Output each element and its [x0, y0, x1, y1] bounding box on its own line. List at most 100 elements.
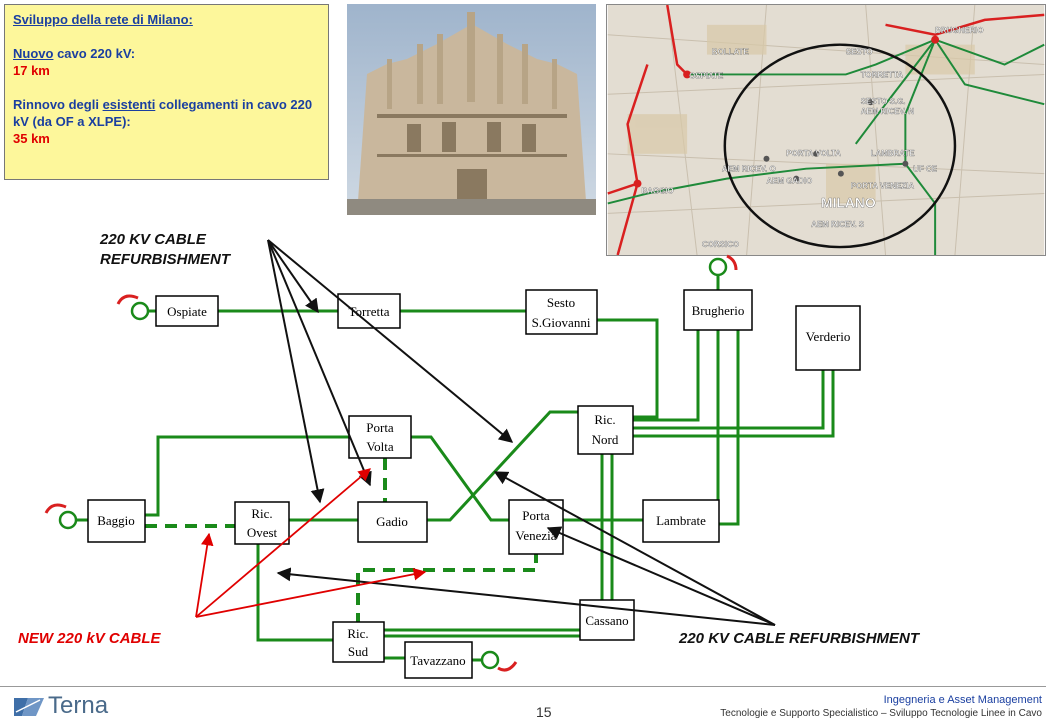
node-ospiate: Ospiate — [155, 295, 219, 327]
info-box: Sviluppo della rete di Milano: Nuovo cav… — [4, 4, 329, 180]
node-label: Volta — [366, 439, 393, 454]
new-cable-word: Nuovo — [13, 46, 54, 61]
node-ric-ovest: Ric. Ovest — [234, 501, 290, 545]
node-label: Ric. — [594, 412, 615, 427]
map-label: AEM RICEV. O — [722, 165, 776, 174]
refurb-arrow-portavenezia — [546, 526, 776, 626]
map-label: AEM RICEV. S — [811, 220, 864, 229]
node-label: Brugherio — [692, 303, 745, 318]
map-label: LAMBRATE — [871, 149, 915, 158]
node-label: Nord — [592, 432, 619, 447]
terna-logo-text: Terna — [48, 692, 109, 719]
refurbishment-arrows — [267, 239, 776, 626]
renewal-pre: Rinnovo degli — [13, 97, 103, 112]
node-label: Ovest — [247, 525, 278, 540]
map-label: PORTA VOLTA — [786, 149, 841, 158]
cable-verderio-ricnord-b — [633, 370, 835, 438]
map-label: BAGGIO — [641, 186, 673, 195]
node-tavazzano: Tavazzano — [404, 641, 473, 679]
cable-sesto-ricnord — [597, 318, 659, 419]
network-diagram: Ospiate Torretta Sesto S.Giovanni Brughe… — [18, 231, 921, 679]
map-label: TORRETTA — [861, 70, 904, 79]
map-label: AEM GADIO — [766, 177, 812, 186]
map-label: UF CE — [913, 165, 937, 174]
map-label: OSPIATE — [689, 71, 723, 80]
map-label: MILANO — [821, 194, 876, 210]
footer-divider — [0, 686, 1046, 687]
source-brugherio-icon — [708, 254, 738, 277]
node-brugherio: Brugherio — [683, 289, 753, 331]
node-label: Ric. — [347, 626, 368, 641]
map-label: SESTO S.G. — [861, 97, 906, 106]
page-number: 15 — [536, 704, 552, 720]
node-label: Verderio — [806, 329, 851, 344]
node-label: Sud — [348, 644, 369, 659]
renewal-word: esistenti — [102, 97, 156, 112]
node-porta-venezia: Porta Venezia — [508, 499, 564, 555]
source-baggio-icon — [44, 503, 78, 530]
refurb-top-label-line2: REFURBISHMENT — [100, 251, 232, 268]
map-label: AEM RICEV. N — [861, 107, 915, 116]
new-arrow-baggio-ricovest — [195, 532, 214, 618]
node-label: Venezia — [515, 528, 556, 543]
node-label: Gadio — [376, 514, 408, 529]
source-ospiate-icon — [116, 294, 150, 321]
new-cable-length: 17 km — [13, 63, 50, 78]
refurb-arrow-ricnord — [493, 471, 776, 626]
cable-brugherio-ricnord-a — [633, 328, 700, 422]
cable-brugherio-lambrate-b — [719, 328, 740, 526]
cable-portavolta-portavenezia — [411, 435, 509, 522]
milan-cathedral-photo — [347, 4, 596, 215]
refurb-arrow-crossing — [267, 239, 514, 443]
node-label: S.Giovanni — [532, 315, 591, 330]
new-arrow-ricsud-portavenezia — [195, 568, 427, 618]
refurb-top-label-line1: 220 KV CABLE — [99, 231, 207, 248]
new-cable-label: NEW 220 kV CABLE — [18, 630, 162, 647]
map-label: SESTO — [846, 48, 873, 57]
map-label: CORSICO — [702, 240, 739, 249]
refurb-bottom-label: 220 KV CABLE REFURBISHMENT — [678, 630, 921, 647]
refurb-arrow-torretta — [267, 239, 319, 314]
node-label: Ric. — [251, 506, 272, 521]
node-label: Cassano — [585, 613, 628, 628]
source-symbols — [44, 254, 738, 672]
node-label: Porta — [366, 420, 394, 435]
footer-dept: Ingegneria e Asset Management — [883, 694, 1042, 706]
refurb-arrow-ricovest — [267, 239, 325, 504]
renewal-length: 35 km — [13, 131, 50, 146]
cable-verderio-ricnord-a — [633, 370, 825, 430]
node-gadio: Gadio — [357, 501, 428, 543]
cable-ricovest-ricsud — [256, 544, 333, 642]
source-tavazzano-icon — [480, 650, 518, 672]
renewal-label: collegamenti in cavo 220 kV (da OF a XLP… — [13, 97, 313, 129]
new-cable-ricsud-portavenezia — [356, 554, 538, 625]
node-lambrate: Lambrate — [642, 499, 720, 543]
node-label: Sesto — [547, 295, 575, 310]
refurb-arrow-gadio — [267, 239, 372, 487]
new-arrow-portavolta-gadio — [195, 468, 371, 618]
node-label: Ospiate — [167, 304, 207, 319]
terna-logo-icon — [14, 698, 44, 716]
footer-unit: Tecnologie e Supporto Specialistico – Sv… — [720, 708, 1042, 719]
info-title: Sviluppo della rete di Milano: — [13, 12, 193, 27]
cable-gadio-ricnord — [427, 410, 578, 522]
map-label: BRUGHERIO — [935, 26, 983, 35]
node-label: Lambrate — [656, 513, 706, 528]
new-cable-arrows — [195, 468, 427, 618]
new-cable-label: cavo 220 kV: — [53, 46, 136, 61]
node-ric-nord: Ric. Nord — [577, 405, 634, 455]
node-cassano: Cassano — [579, 599, 635, 641]
refurb-arrow-ricsud — [276, 567, 776, 626]
footer-credits: Ingegneria e Asset Management Tecnologie… — [720, 694, 1042, 720]
node-label: Porta — [522, 508, 550, 523]
cable-brugherio-lambrate-a — [716, 328, 720, 516]
node-label: Baggio — [97, 513, 135, 528]
node-baggio: Baggio — [87, 499, 146, 543]
map-label: BOLLATE — [712, 48, 749, 57]
map-label: PORTA VENEZIA — [851, 182, 915, 191]
node-ric-sud: Ric. Sud — [332, 621, 385, 663]
node-label: Tavazzano — [410, 653, 465, 668]
new-cable-lines — [145, 458, 538, 625]
node-porta-volta: Porta Volta — [348, 415, 412, 459]
node-verderio: Verderio — [795, 305, 861, 371]
